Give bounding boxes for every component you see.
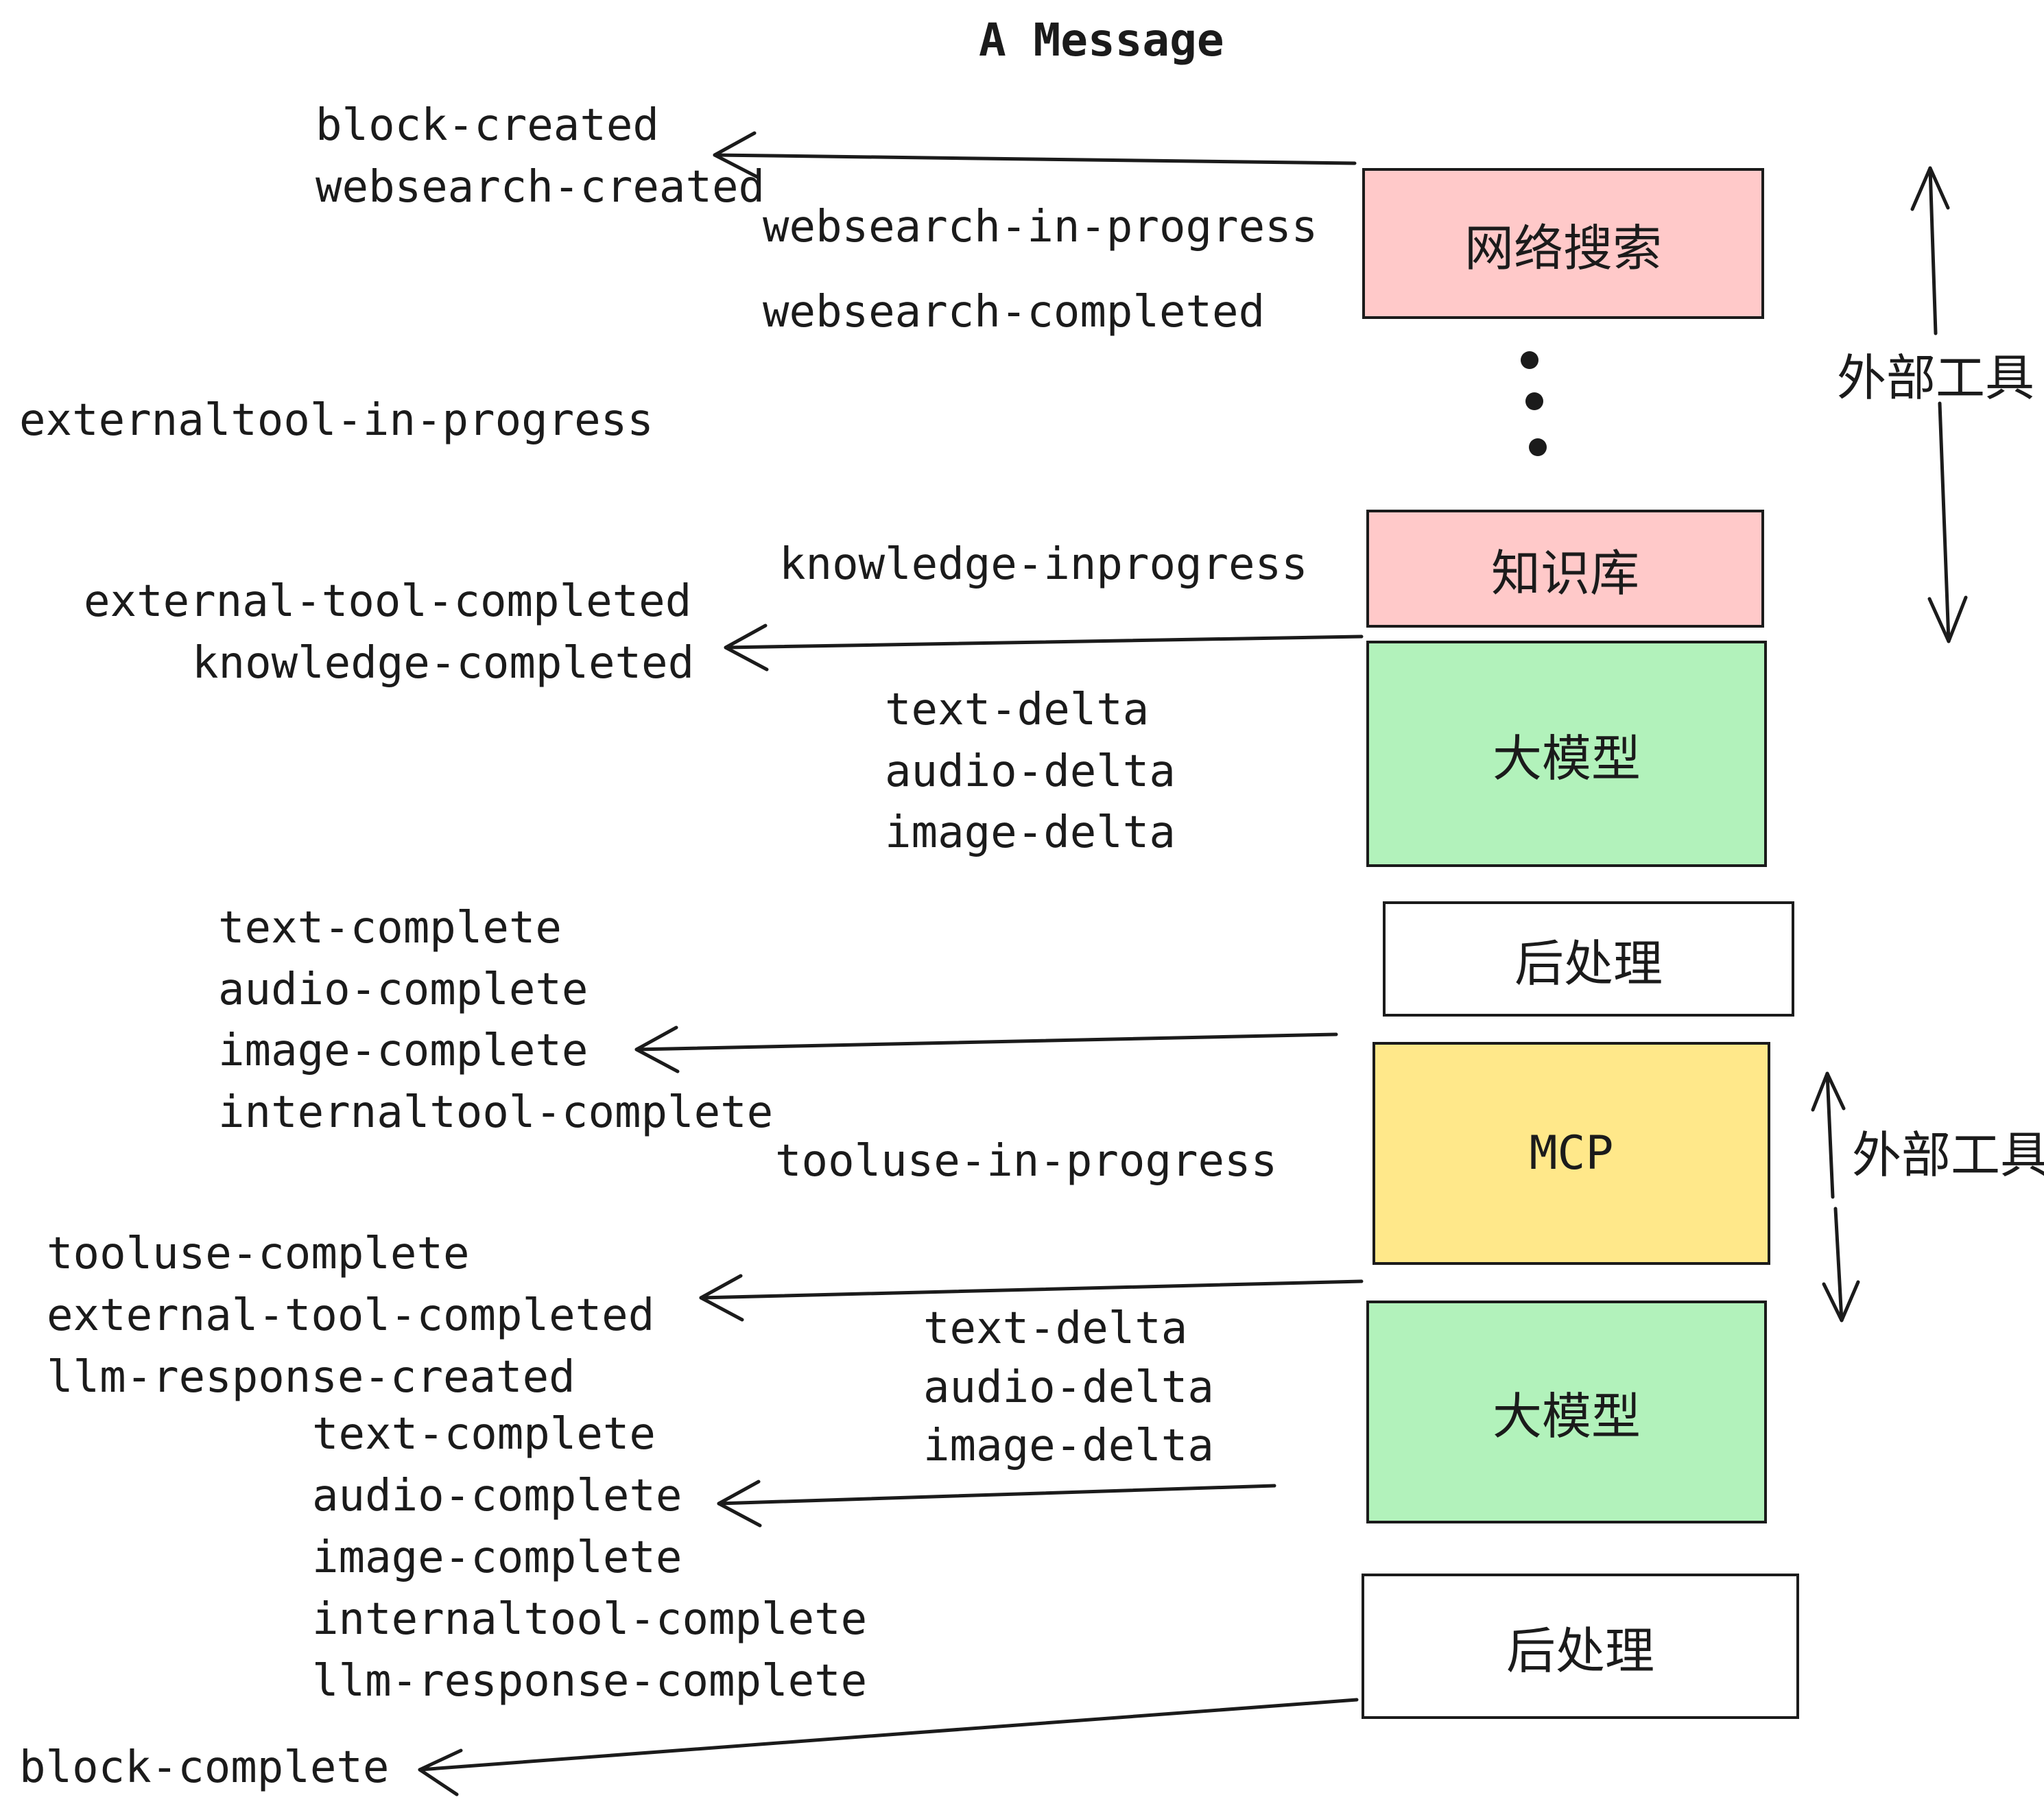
box-websearch-label: 网络搜索	[1464, 219, 1662, 277]
event-audio-delta-2: audio-delta	[923, 1362, 1214, 1413]
event-external-tool-completed: external-tool-completed	[84, 576, 692, 627]
event-llm-response-created: llm-response-created	[47, 1352, 575, 1403]
box-postprocess-2: 后处理	[1362, 1574, 1799, 1719]
event-internaltool-complete-1: internaltool-complete	[218, 1087, 774, 1138]
event-audio-delta-1: audio-delta	[885, 746, 1176, 797]
box-llm-2: 大模型	[1366, 1301, 1767, 1523]
external-tools-down-arrow-icon	[1927, 401, 1968, 643]
event-audio-complete-1: audio-complete	[218, 964, 589, 1015]
event-knowledge-inprogress: knowledge-inprogress	[779, 539, 1308, 590]
mcp-external-tools-down-arrow-icon	[1822, 1207, 1860, 1322]
box-postprocess-2-label: 后处理	[1506, 1622, 1654, 1680]
event-block-created: block-created	[316, 100, 659, 151]
box-mcp: MCP	[1372, 1042, 1770, 1265]
box-llm-2-label: 大模型	[1492, 1388, 1641, 1445]
event-text-delta-1: text-delta	[885, 685, 1150, 735]
event-image-complete-2: image-complete	[312, 1532, 682, 1583]
box-websearch: 网络搜索	[1362, 168, 1764, 319]
event-tooluse-complete: tooluse-complete	[47, 1229, 470, 1279]
event-websearch-created: websearch-created	[316, 162, 765, 213]
box-knowledge-label: 知识库	[1490, 544, 1639, 602]
arrow-to-knowledge-completed-icon	[724, 624, 1364, 672]
event-internaltool-complete-2: internaltool-complete	[312, 1594, 868, 1645]
event-knowledge-completed: knowledge-completed	[192, 638, 695, 689]
event-image-complete-1: image-complete	[218, 1025, 589, 1076]
event-image-delta-1: image-delta	[885, 807, 1176, 858]
event-tooluse-in-progress: tooluse-in-progress	[775, 1136, 1278, 1187]
arrow-to-image-complete-icon	[634, 1025, 1338, 1073]
ellipsis-dots-icon	[1521, 351, 1547, 456]
arrow-to-block-complete-icon	[418, 1698, 1359, 1796]
page-title: A Message	[979, 14, 1224, 67]
event-text-delta-2: text-delta	[923, 1303, 1188, 1354]
box-knowledge: 知识库	[1366, 510, 1764, 628]
box-llm-1-label: 大模型	[1492, 729, 1641, 787]
external-tools-label-top: 外部工具	[1837, 349, 2035, 407]
event-external-tool-completed-2: external-tool-completed	[47, 1290, 655, 1341]
box-postprocess-1: 后处理	[1383, 901, 1794, 1017]
arrow-to-audio-complete-icon	[717, 1480, 1276, 1528]
mcp-external-tools-up-arrow-icon	[1811, 1071, 1846, 1199]
event-llm-response-complete: llm-response-complete	[312, 1656, 868, 1707]
event-audio-complete-2: audio-complete	[312, 1471, 682, 1521]
box-mcp-label: MCP	[1529, 1126, 1614, 1180]
event-text-complete-2: text-complete	[312, 1409, 656, 1460]
external-tools-label-bottom: 外部工具	[1852, 1126, 2044, 1184]
event-websearch-completed: websearch-completed	[763, 287, 1265, 337]
external-tools-up-arrow-icon	[1910, 166, 1950, 335]
event-image-delta-2: image-delta	[923, 1421, 1214, 1471]
event-text-complete-1: text-complete	[218, 903, 562, 953]
event-block-complete: block-complete	[19, 1742, 390, 1793]
arrow-to-websearch-created-icon	[713, 131, 1357, 179]
box-llm-1: 大模型	[1366, 641, 1767, 867]
box-postprocess-1-label: 后处理	[1514, 934, 1663, 993]
event-websearch-in-progress: websearch-in-progress	[763, 202, 1318, 252]
event-externaltool-in-progress: externaltool-in-progress	[19, 395, 654, 446]
